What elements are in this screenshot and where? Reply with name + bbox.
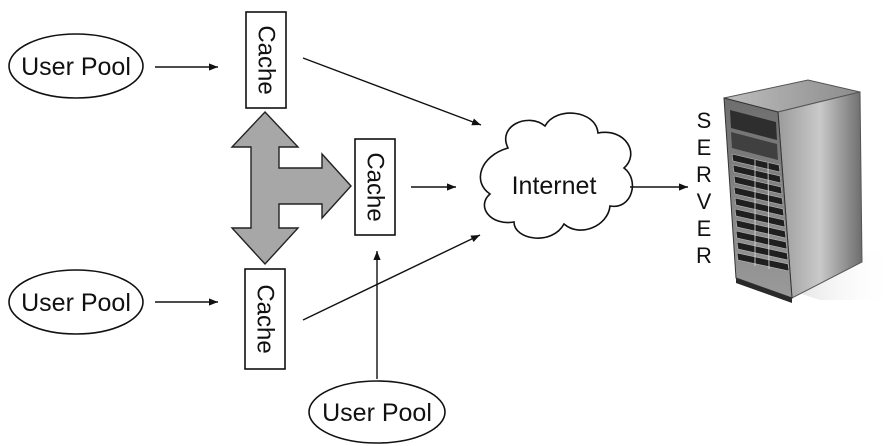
server-label: S E R V E R bbox=[696, 108, 712, 268]
user-pool-bottom-center-label: User Pool bbox=[322, 399, 432, 427]
server-letter: R bbox=[696, 243, 712, 268]
cache-bottom: Cache bbox=[244, 268, 286, 370]
cache-top: Cache bbox=[245, 11, 287, 109]
server-letter: E bbox=[697, 216, 712, 241]
cache-top-label: Cache bbox=[253, 25, 280, 94]
arrow-cache-bottom-to-internet bbox=[302, 234, 481, 321]
user-pool-top: User Pool bbox=[8, 33, 144, 99]
internet-label: Internet bbox=[512, 172, 597, 200]
distribution-block-arrow bbox=[230, 110, 352, 266]
user-pool-bottom-left: User Pool bbox=[8, 269, 144, 335]
user-pool-bottom-left-label: User Pool bbox=[21, 289, 131, 317]
server-letter: S bbox=[697, 108, 712, 133]
cache-middle: Cache bbox=[354, 138, 396, 236]
user-pool-top-label: User Pool bbox=[21, 53, 131, 81]
internet-cloud: Internet bbox=[479, 112, 634, 239]
server-letter: R bbox=[696, 162, 712, 187]
server-tower-icon bbox=[723, 79, 894, 303]
arrow-cache-top-to-internet bbox=[302, 57, 482, 126]
user-pool-bottom-center: User Pool bbox=[308, 380, 446, 444]
cache-middle-label: Cache bbox=[362, 152, 389, 221]
server-letter: E bbox=[697, 135, 712, 160]
cache-bottom-label: Cache bbox=[252, 284, 279, 353]
server-letter: V bbox=[697, 189, 712, 214]
